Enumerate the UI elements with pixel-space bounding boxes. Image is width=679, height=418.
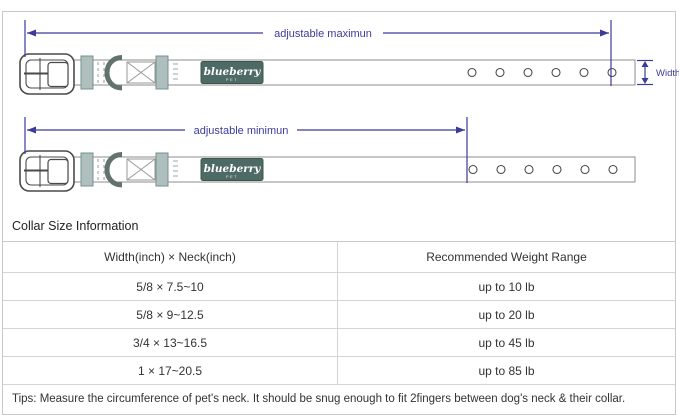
table-row-weight: up to 45 lb xyxy=(338,329,675,357)
box-stitch xyxy=(126,61,156,84)
keeper-loop xyxy=(155,55,169,90)
adjustment-holes xyxy=(468,164,618,175)
brand-name: blueberry xyxy=(204,66,262,78)
brand-patch: blueberry PET xyxy=(200,61,264,84)
width-dimension: Width xyxy=(637,59,679,86)
table-row-size: 1 × 17~20.5 xyxy=(3,357,338,385)
width-label: Width xyxy=(656,68,679,79)
collar-top: blueberry PET xyxy=(19,53,636,95)
max-label: adjustable maximun xyxy=(274,28,372,40)
d-ring-icon xyxy=(104,152,123,188)
keeper-loop xyxy=(155,152,169,187)
table-row-weight: up to 20 lb xyxy=(338,301,675,329)
table-row-size: 5/8 × 7.5~10 xyxy=(3,273,338,301)
brand-sub: PET xyxy=(226,174,238,179)
min-label: adjustable minimun xyxy=(194,125,289,137)
woven-label xyxy=(173,160,178,177)
collar-bottom: blueberry PET xyxy=(19,150,636,192)
keeper-loop xyxy=(80,55,94,90)
brand-sub: PET xyxy=(226,77,238,82)
keeper-loop xyxy=(80,152,94,187)
column-header-size: Width(inch) × Neck(inch) xyxy=(3,242,338,273)
column-header-weight: Recommended Weight Range xyxy=(338,242,675,273)
max-dimension: adjustable maximun xyxy=(24,20,612,86)
d-ring-icon xyxy=(104,55,123,91)
size-table: Collar Size Information Width(inch) × Ne… xyxy=(3,212,675,414)
collar-diagram: blueberry PET adjustable maximun xyxy=(19,20,679,192)
box-stitch xyxy=(126,158,156,181)
tips-text: Tips: Measure the circumference of pet's… xyxy=(12,393,626,405)
table-row-weight: up to 10 lb xyxy=(338,273,675,301)
brand-name: blueberry xyxy=(204,163,262,175)
buckle-icon xyxy=(19,150,75,192)
brand-patch: blueberry PET xyxy=(200,158,264,181)
min-dimension: adjustable minimun xyxy=(24,117,468,183)
buckle-icon xyxy=(19,53,75,95)
table-row-size: 3/4 × 13~16.5 xyxy=(3,329,338,357)
table-row-size: 5/8 × 9~12.5 xyxy=(3,301,338,329)
table-grid: Width(inch) × Neck(inch) Recommended Wei… xyxy=(3,242,675,385)
woven-label xyxy=(173,63,178,80)
adjustment-holes xyxy=(467,67,617,78)
table-row-weight: up to 85 lb xyxy=(338,357,675,385)
table-title: Collar Size Information xyxy=(3,212,675,242)
